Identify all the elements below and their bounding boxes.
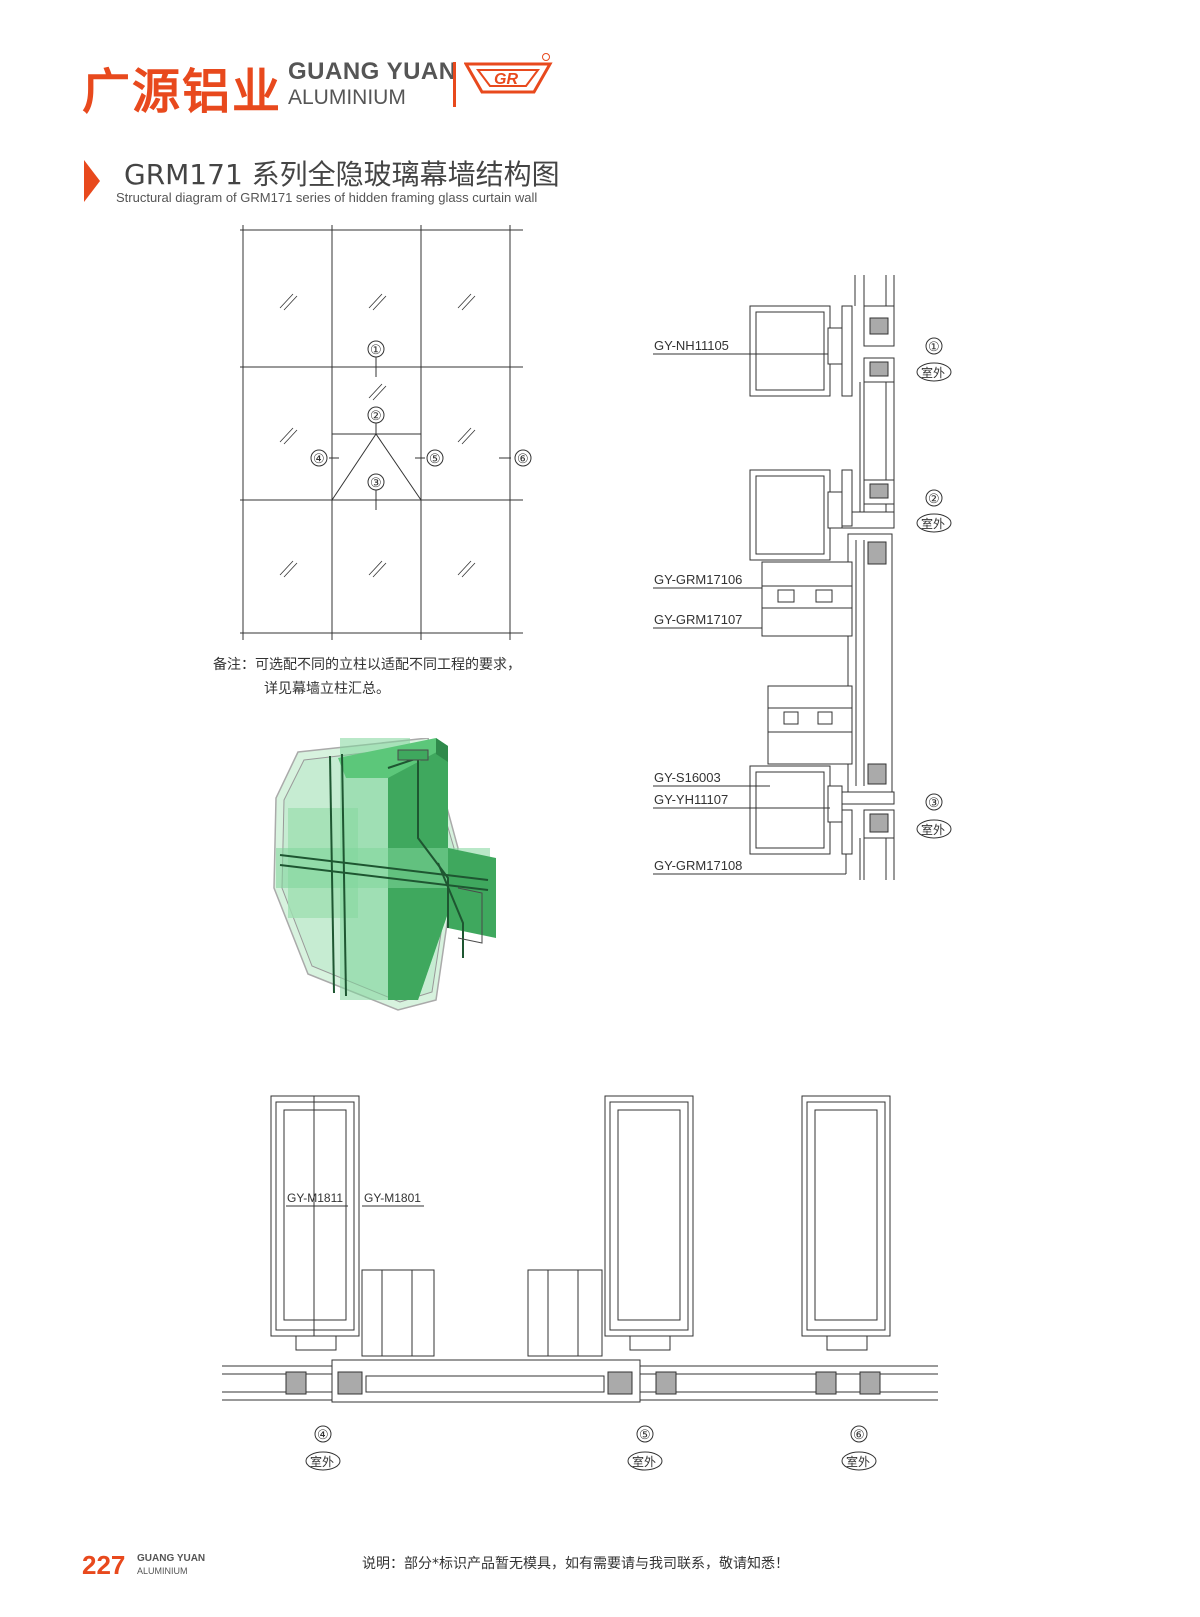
marker-4: ④ [313,451,325,466]
outdoor-label-2: 室外 [921,516,945,531]
section-marker-5: ⑤ [639,1427,651,1442]
page-title: GRM171 系列全隐玻璃幕墙结构图 [124,158,560,191]
outdoor-label-3: 室外 [921,822,945,837]
label-gy-m1801: GY-M1801 [364,1191,421,1205]
outdoor-label-1: 室外 [921,365,945,380]
marker-5: ⑤ [429,451,441,466]
page-subtitle: Structural diagram of GRM171 series of h… [116,190,538,205]
section-marker-6: ⑥ [853,1427,865,1442]
brand-separator [453,62,456,107]
label-gy-grm17107: GY-GRM17107 [654,612,742,627]
horizontal-section-diagram: GY-M1811 GY-M1801 ④ 室外 ⑤ 室外 ⑥ 室外 [222,1095,938,1471]
elevation-diagram: ① ② ③ ④ ⑤ ⑥ [240,225,532,640]
footer-brand-sub: ALUMINIUM [137,1566,188,1576]
section-marker-1: ① [928,339,940,354]
marker-3: ③ [370,475,382,490]
brand-name-en: GUANG YUAN [288,58,457,85]
marker-6: ⑥ [517,451,529,466]
title-marker-icon [84,160,100,202]
outdoor-label-5: 室外 [632,1454,656,1469]
brand-name-en-sub: ALUMINIUM [288,86,406,109]
footer-note: 说明：部分*标识产品暂无模具，如有需要请与我司联系，敬请知悉！ [362,1556,789,1572]
vertical-section-diagram: GY-NH11105 GY-GRM17106 GY-GRM17107 GY-S1… [653,275,952,880]
label-gy-grm17108: GY-GRM17108 [654,858,742,873]
elevation-note-line1: 备注：可选配不同的立柱以适配不同工程的要求， [213,657,521,673]
label-gy-yh11107: GY-YH11107 [654,792,728,807]
outdoor-label-4: 室外 [310,1454,334,1469]
footer-brand: GUANG YUAN [137,1553,206,1564]
page-number: 227 [82,1550,126,1580]
label-gy-s16003: GY-S16003 [654,770,721,785]
label-gy-grm17106: GY-GRM17106 [654,572,742,587]
elevation-note-line2: 详见幕墙立柱汇总。 [264,681,390,697]
marker-2: ② [370,408,382,423]
brand-logo-icon: GR [464,53,553,94]
svg-text:GR: GR [494,71,518,88]
marker-1: ① [370,342,382,357]
section-marker-3: ③ [928,795,940,810]
brand-name-cn: 广源铝业 [82,64,283,120]
isometric-render [273,738,496,1011]
label-gy-nh11105: GY-NH11105 [654,338,729,353]
section-marker-2: ② [928,491,940,506]
outdoor-label-6: 室外 [846,1454,870,1469]
label-gy-m1811: GY-M1811 [287,1191,343,1205]
section-marker-4: ④ [317,1427,329,1442]
